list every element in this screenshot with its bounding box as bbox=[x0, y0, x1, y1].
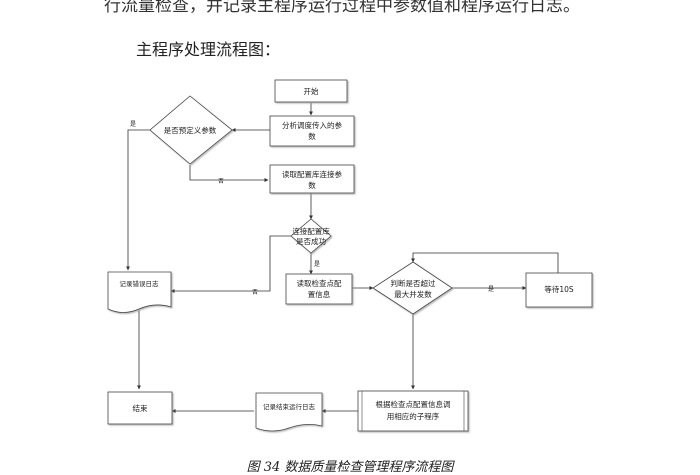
edge-label-yes-predefined: 是 bbox=[130, 121, 136, 128]
edge-connect-logerror bbox=[170, 235, 291, 293]
node-call-sub bbox=[357, 390, 469, 432]
node-connect-label-line2: 是否成功 bbox=[296, 236, 326, 246]
figure-caption: 图 34 数据质量检查管理程序流程图 bbox=[246, 460, 454, 475]
node-log-end bbox=[255, 392, 323, 432]
node-check-params bbox=[149, 95, 233, 165]
top-paragraph-text: 行流量检查，并记录主程序运行过程中参数值和程序运行日志。 bbox=[104, 0, 580, 16]
node-log-error-label: 记录错误日志 bbox=[120, 279, 160, 288]
node-start bbox=[274, 79, 348, 103]
node-log-error bbox=[107, 271, 172, 313]
node-start-label: 开始 bbox=[304, 86, 319, 96]
node-connect bbox=[290, 218, 332, 254]
section-title: 主程序处理流程图： bbox=[136, 40, 281, 59]
node-call-sub-label-line1: 根据检查点配置信息调 bbox=[376, 399, 451, 409]
node-read-checkpoint-label-line2: 置信息 bbox=[308, 289, 331, 299]
edge-wait-judge bbox=[411, 252, 559, 273]
edge-check-readconfig bbox=[189, 165, 269, 182]
edge-check-logerror bbox=[126, 129, 150, 271]
node-wait-label: 等待10S bbox=[544, 284, 574, 294]
node-log-end-label: 记录结束运行日志 bbox=[263, 402, 316, 411]
node-read-config-label-line2: 数 bbox=[308, 180, 316, 190]
edge-label-no-predefined: 否 bbox=[218, 178, 224, 185]
node-read-config bbox=[269, 164, 355, 194]
edge-label-yes-judge: 是 bbox=[488, 286, 494, 293]
node-read-checkpoint-label-line1: 读取检查点配 bbox=[297, 278, 342, 288]
node-read-checkpoint bbox=[285, 273, 353, 305]
node-read-config-label-line1: 读取配置库连接参 bbox=[282, 169, 342, 179]
node-judge bbox=[372, 261, 453, 315]
node-check-params-label: 是否预定义参数 bbox=[164, 125, 217, 135]
node-judge-label-line2: 最大并发数 bbox=[394, 289, 432, 299]
node-end bbox=[107, 391, 173, 425]
node-call-sub-label-line2: 用相应的子程序 bbox=[387, 411, 440, 421]
node-parse bbox=[269, 115, 355, 147]
node-end-label: 结束 bbox=[133, 403, 148, 413]
node-parse-label-line1: 分析调度传入的参 bbox=[282, 120, 342, 130]
edge-label-no-connect: 否 bbox=[252, 289, 258, 296]
node-wait bbox=[525, 272, 593, 308]
node-parse-label-line2: 数 bbox=[308, 131, 316, 141]
node-connect-label-line1: 连接配置库 bbox=[292, 226, 330, 236]
edge-label-yes-connect: 是 bbox=[314, 261, 320, 268]
node-judge-label-line1: 判断是否超过 bbox=[391, 278, 436, 288]
